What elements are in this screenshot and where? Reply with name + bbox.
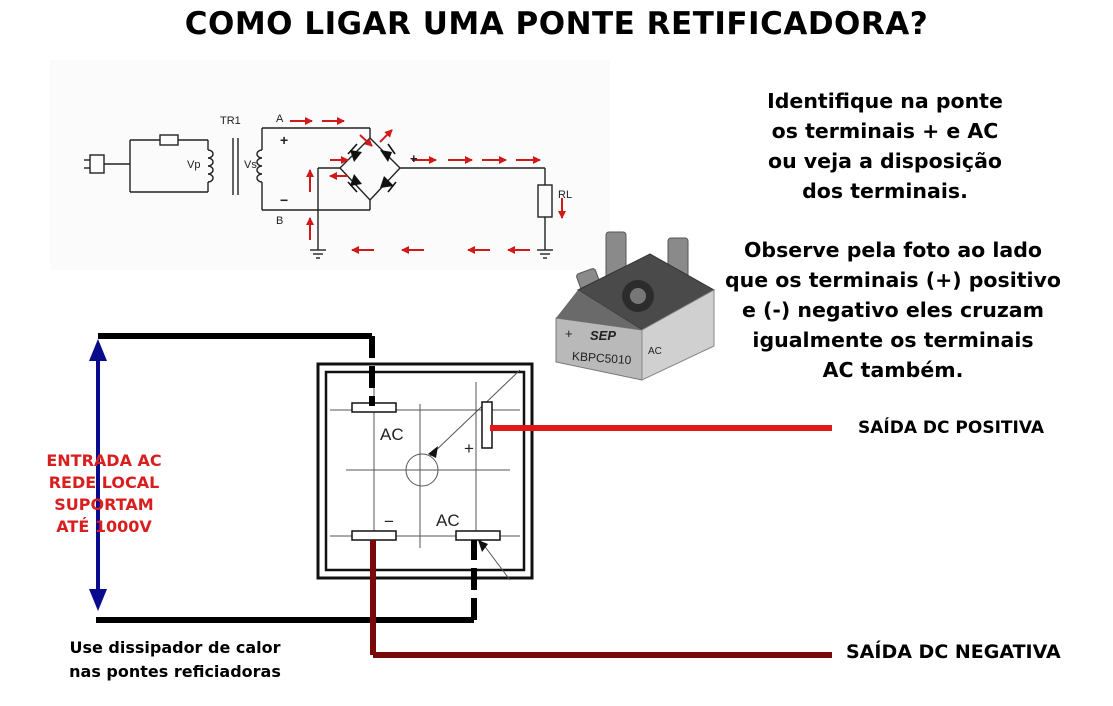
label-plus-out: + (410, 151, 418, 166)
label-vp: Vp (187, 159, 200, 171)
bridge-ac-top: AC (380, 425, 404, 444)
identify-instructions: Identifique na ponte os terminais + e AC… (700, 86, 1070, 206)
instruction-line: Identifique na ponte (767, 89, 1003, 113)
output-positive-label: SAÍDA DC POSITIVA (858, 418, 1044, 438)
photo-ac-mark: AC (648, 346, 662, 357)
photo-brand: SEP (590, 328, 616, 343)
input-ac-label: ENTRADA AC REDE LOCAL SUPORTAM ATÉ 1000V (34, 450, 174, 538)
bridge-plus: + (464, 439, 474, 458)
label-node-a: A (276, 113, 284, 125)
instruction-line: AC também. (822, 358, 964, 382)
label-rl: RL (558, 189, 572, 201)
bridge-minus: − (384, 512, 394, 531)
label-minus-b: − (280, 192, 288, 208)
instruction-line: e (-) negativo eles cruzam (742, 298, 1044, 322)
bridge-rectifier-photo: + SEP AC KBPC5010 (555, 231, 716, 381)
instruction-line: que os terminais (+) positivo (724, 268, 1062, 292)
instruction-line: Observe pela foto ao lado (744, 238, 1042, 262)
input-label-line: ATÉ 1000V (56, 517, 152, 536)
output-negative-label: SAÍDA DC NEGATIVA (846, 641, 1061, 663)
photo-model: KBPC5010 (572, 349, 633, 367)
heatsink-line: Use dissipador de calor (69, 638, 281, 657)
instruction-line: os terminais + e AC (771, 119, 999, 143)
instruction-line: igualmente os terminais (752, 328, 1034, 352)
input-label-line: SUPORTAM (54, 495, 154, 514)
input-label-line: REDE LOCAL (48, 473, 160, 492)
heatsink-note: Use dissipador de calor nas pontes refic… (40, 636, 310, 684)
observe-instructions: Observe pela foto ao lado que os termina… (702, 235, 1084, 385)
input-label-line: ENTRADA AC (46, 451, 162, 470)
label-tr1: TR1 (220, 115, 241, 127)
photo-plus-mark: + (565, 326, 573, 341)
bridge-package-diagram: AC AC + − (316, 362, 534, 581)
label-plus-a: + (280, 132, 288, 148)
heatsink-line: nas pontes reficiadoras (69, 662, 281, 681)
label-node-b: B (276, 215, 283, 227)
instruction-line: ou veja a disposição (767, 149, 1002, 173)
page-title: COMO LIGAR UMA PONTE RETIFICADORA? (184, 6, 929, 42)
label-vs: Vs (244, 159, 257, 171)
instruction-line: dos terminais. (802, 179, 968, 203)
bridge-ac-bottom: AC (436, 511, 460, 530)
